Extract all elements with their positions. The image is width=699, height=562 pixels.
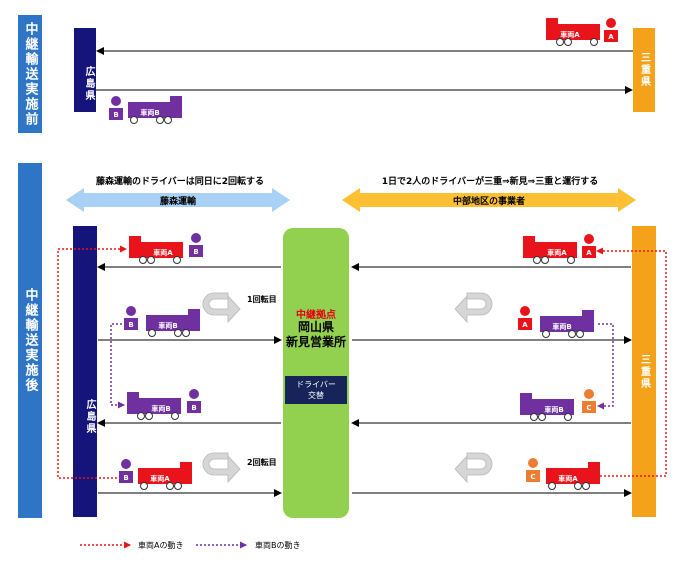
right-row1-truck-a-label: 車両A [547, 248, 567, 257]
before-driver-b [109, 96, 123, 120]
before-driver-b-label: B [113, 111, 118, 119]
legend-a-label: 車両Aの動き [138, 541, 184, 550]
right-row1-driver-a-label: A [586, 249, 592, 257]
hub-tag: 中継拠点 [296, 310, 336, 321]
left-company-name: 藤森運輸 [159, 196, 196, 207]
legend-b-label: 車両Bの動き [255, 541, 301, 550]
pref-bar-mie-after: 三重県 [632, 226, 656, 517]
pref-bar-mie-before: 三重県 [633, 28, 655, 112]
left-company-arrow [66, 188, 290, 212]
driver-change-box: ドライバー 交替 [285, 376, 347, 404]
right-row1-driver-a [582, 234, 596, 258]
vehicle-a-path-left [57, 245, 127, 479]
hub-name-office: 新見営業所 [285, 335, 346, 349]
left-row3-driver-b [187, 389, 201, 413]
right-row3-driver-c-label: C [586, 404, 591, 412]
relay-hub: 中継拠点 岡山県 新見営業所 ドライバー 交替 [283, 228, 349, 518]
before-truck-b-label: 車両B [140, 108, 159, 117]
left-row4-driver-b [119, 459, 133, 483]
pref-bar-hiroshima-after: 広島県 [73, 226, 97, 517]
left-row1-driver-b-label: B [193, 248, 198, 256]
vehicle-b-path-left [110, 323, 125, 409]
right-row4-driver-c-label: C [530, 473, 535, 481]
left-caption: 藤森運輸のドライバーは同日に2回転する [95, 177, 265, 187]
section-label-before: 中継輸送実施前 [18, 15, 42, 133]
right-row2-truck-b-label: 車両B [552, 322, 571, 331]
left-row3-truck-b-label: 車両B [151, 404, 170, 413]
hub-name-prefecture: 岡山県 [297, 320, 334, 334]
left-row4-driver-b-label: B [123, 474, 128, 482]
uturn-icon-right-1 [454, 292, 493, 323]
right-company-name: 中部地区の事業者 [452, 196, 525, 207]
pref-bar-hiroshima-before: 広島県 [74, 28, 96, 112]
before-driver-a-label: A [608, 33, 614, 41]
right-row3-truck-b-label: 車両B [544, 405, 563, 414]
before-truck-a-label: 車両A [560, 30, 580, 39]
vehicle-b-path-right [597, 323, 614, 410]
right-company-arrow [342, 188, 636, 212]
left-row2-driver-b-label: B [128, 321, 133, 329]
right-row4-truck-a-label: 車両A [558, 474, 578, 483]
right-row3-driver-c [582, 389, 596, 413]
trip-1-label: 1回転目 [247, 295, 277, 304]
trip-2-label: 2回転目 [247, 458, 277, 467]
vehicle-a-path-right [596, 247, 667, 477]
left-row1-truck-a-label: 車両A [153, 248, 173, 257]
left-row3-driver-b-label: B [191, 404, 196, 412]
left-row2-driver-b [124, 306, 138, 330]
left-row4-truck-a-label: 車両A [150, 474, 170, 483]
right-row2-driver-a [518, 306, 532, 330]
uturn-icon-left-2 [202, 452, 241, 483]
left-row1-driver-b [189, 233, 203, 257]
uturn-icon-left-1 [202, 292, 241, 323]
left-row2-truck-b-label: 車両B [158, 321, 177, 330]
right-row4-driver-c [526, 458, 540, 482]
before-driver-a [604, 18, 618, 42]
right-row2-driver-a-label: A [522, 321, 528, 329]
right-caption: 1日で2人のドライバーが三重⇒新見⇒三重と運行する [381, 177, 599, 187]
uturn-icon-right-2 [454, 452, 493, 483]
section-label-after: 中継輸送実施後 [18, 163, 42, 518]
